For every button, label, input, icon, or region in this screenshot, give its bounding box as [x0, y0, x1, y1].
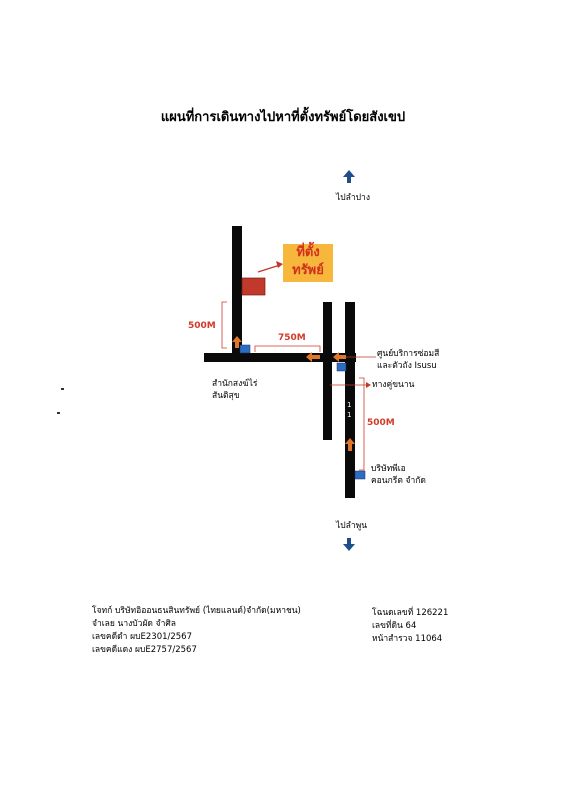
company-label-line1: บริษัทพีเอ [371, 464, 406, 474]
company-label-line2: คอนกรีต จำกัด [371, 476, 426, 486]
road-number-2: 1 [347, 411, 352, 419]
service-center-label-line1: ศูนย์บริการซ่อมสี [377, 349, 440, 359]
service-center-label: ศูนย์บริการซ่อมสี และตัวถัง Isusu [377, 348, 439, 372]
road-vertical-left [232, 226, 242, 354]
orange-left-arrow-icon [333, 352, 346, 362]
property-label: ที่ตั้ง ทรัพย์ [283, 244, 333, 282]
north-label: ไปลำปาง [336, 193, 370, 203]
road-number-1: 1 [347, 401, 352, 409]
page-title: แผนที่การเดินทางไปหาที่ตั้งทรัพย์โดยสังเ… [160, 110, 406, 125]
distance-500-right: 500M [367, 418, 395, 428]
scan-speck [57, 412, 60, 414]
survey-page-text: หน้าสำรวจ 11064 [372, 634, 443, 644]
orange-left-arrow-icon [306, 352, 320, 362]
road-vertical-frontage [323, 302, 332, 440]
office-label: สำนักสงฆ์ไร่ สันติสุข [212, 378, 257, 402]
case-info: โจทก์ บริษัทอิออนธนสินทรัพย์ (ไทยแลนด์)จ… [92, 605, 301, 657]
bracket-750 [254, 345, 321, 352]
bracket-500-left [221, 301, 227, 349]
road-vertical-highway [345, 302, 355, 498]
south-arrow-icon [343, 538, 355, 551]
property-label-line2: ทรัพย์ [292, 263, 324, 278]
parallel-road-label: ทางคู่ขนาน [372, 380, 415, 390]
marker-service-center [336, 362, 347, 372]
road-label-pointer-icon [366, 382, 371, 388]
property-label-bg [283, 244, 333, 282]
distance-500-left: 500M [188, 321, 216, 331]
defendant-text: จำเลย นางบัวผัด จำศิล [92, 619, 177, 629]
south-label: ไปลำพูน [336, 521, 368, 531]
marker-office [239, 344, 251, 354]
property-label-line1: ที่ตั้ง [296, 245, 320, 260]
office-label-line1: สำนักสงฆ์ไร่ [212, 379, 258, 389]
orange-up-arrow-icon [345, 438, 355, 451]
property-pointer-line [257, 264, 281, 273]
land-number-text: เลขที่ดิน 64 [372, 621, 417, 631]
distance-750: 750M [278, 333, 306, 343]
company-label: บริษัทพีเอ คอนกรีต จำกัด [371, 463, 426, 487]
office-label-line2: สันติสุข [212, 391, 240, 401]
black-case-text: เลขคดีดำ ผบE2301/2567 [92, 632, 192, 642]
service-center-label-line2: และตัวถัง Isusu [377, 361, 437, 371]
orange-up-arrow-icon [232, 336, 242, 348]
marker-company [354, 470, 366, 480]
north-arrow-icon [343, 170, 355, 183]
bracket-500-right [359, 377, 365, 471]
deed-number-text: โฉนดเลขที่ 126221 [372, 608, 449, 618]
red-case-text: เลขคดีแดง ผบE2757/2567 [92, 645, 197, 655]
road-horizontal-main [204, 353, 356, 362]
scan-speck [61, 388, 64, 390]
plaintiff-text: โจทก์ บริษัทอิออนธนสินทรัพย์ (ไทยแลนด์)จ… [92, 606, 301, 616]
deed-info: โฉนดเลขที่ 126221 เลขที่ดิน 64 หน้าสำรวจ… [372, 607, 448, 646]
property-pointer-icon [276, 261, 283, 268]
property-box [241, 277, 266, 296]
